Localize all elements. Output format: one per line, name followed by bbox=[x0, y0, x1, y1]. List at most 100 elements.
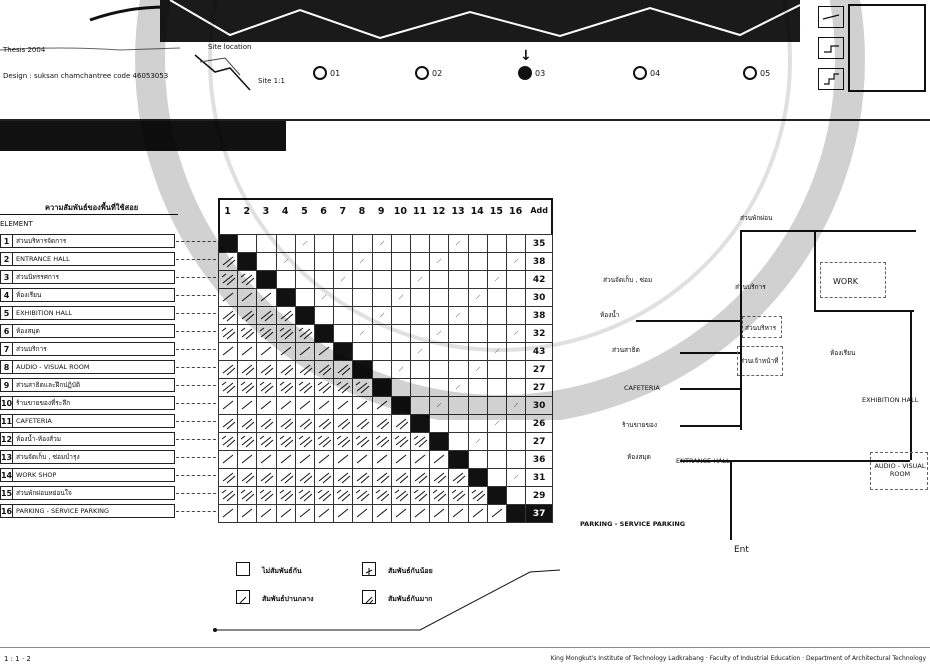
element-number: 9 bbox=[1, 379, 13, 391]
matrix-relation-cell bbox=[352, 414, 372, 433]
matrix-add-value: 38 bbox=[525, 306, 553, 325]
matrix-empty-cell bbox=[468, 414, 488, 433]
matrix-empty-cell bbox=[295, 252, 315, 271]
matrix-diagonal-cell bbox=[333, 342, 353, 361]
matrix-diagonal-cell bbox=[487, 486, 507, 505]
matrix-relation-cell bbox=[448, 504, 468, 523]
matrix-relation-cell bbox=[276, 486, 296, 505]
step-03-button[interactable]: 03 bbox=[518, 66, 545, 80]
matrix-relation-cell bbox=[391, 468, 411, 487]
matrix-diagonal-cell bbox=[391, 396, 411, 415]
step-04-button[interactable]: 04 bbox=[633, 66, 660, 80]
matrix-empty-cell bbox=[314, 288, 334, 307]
matrix-empty-cell bbox=[448, 432, 468, 451]
matrix-relation-cell bbox=[237, 378, 257, 397]
matrix-empty-cell bbox=[487, 306, 507, 325]
step-05-button[interactable]: 05 bbox=[743, 66, 770, 80]
matrix-empty-cell bbox=[295, 234, 315, 253]
element-row: 12ห้องน้ำ-ห้องส้วม bbox=[0, 432, 175, 446]
matrix-relation-cell bbox=[333, 486, 353, 505]
element-name: CAFETERIA bbox=[13, 417, 52, 425]
element-row: 16PARKING - SERVICE PARKING bbox=[0, 504, 175, 518]
step-01-button[interactable]: 01 bbox=[313, 66, 340, 80]
matrix-relation-cell bbox=[295, 414, 315, 433]
matrix-relation-cell bbox=[352, 432, 372, 451]
element-row: 10ร้านขายของที่ระลึก bbox=[0, 396, 175, 410]
matrix-empty-cell bbox=[487, 414, 507, 433]
matrix-relation-cell bbox=[237, 450, 257, 469]
element-name: WORK SHOP bbox=[13, 471, 56, 479]
matrix-empty-cell bbox=[333, 270, 353, 289]
matrix-relation-cell bbox=[218, 414, 238, 433]
matrix-add-value: 30 bbox=[525, 288, 553, 307]
matrix-empty-cell bbox=[487, 378, 507, 397]
matrix-empty-cell bbox=[468, 252, 488, 271]
nav-button-2[interactable] bbox=[818, 37, 844, 59]
nav-button-1[interactable] bbox=[818, 6, 844, 28]
leader-dash bbox=[176, 259, 216, 260]
matrix-empty-cell bbox=[314, 252, 334, 271]
element-name: ส่วนบริการ bbox=[13, 344, 47, 354]
matrix-empty-cell bbox=[448, 342, 468, 361]
matrix-empty-cell bbox=[333, 234, 353, 253]
matrix-relation-cell bbox=[314, 396, 334, 415]
matrix-relation-cell bbox=[333, 468, 353, 487]
matrix-relation-cell bbox=[295, 378, 315, 397]
element-name: AUDIO - VISUAL ROOM bbox=[13, 363, 89, 371]
matrix-empty-cell bbox=[487, 450, 507, 469]
matrix-diagonal-cell bbox=[410, 414, 430, 433]
work-branch bbox=[814, 310, 914, 312]
matrix-empty-cell bbox=[237, 234, 257, 253]
matrix-empty-cell bbox=[468, 342, 488, 361]
node-office: ส่วนบริหาร bbox=[745, 323, 776, 333]
leader-dash bbox=[176, 277, 216, 278]
matrix-empty-cell bbox=[448, 324, 468, 343]
matrix-diagonal-cell bbox=[314, 324, 334, 343]
matrix-empty-cell bbox=[468, 234, 488, 253]
matrix-relation-cell bbox=[352, 486, 372, 505]
matrix-relation-cell bbox=[314, 414, 334, 433]
matrix-add-value: 27 bbox=[525, 432, 553, 451]
leader-dash bbox=[176, 421, 216, 422]
leader-dash bbox=[176, 475, 216, 476]
matrix-relation-cell bbox=[218, 360, 238, 379]
matrix-empty-cell bbox=[487, 288, 507, 307]
matrix-relation-cell bbox=[237, 360, 257, 379]
matrix-diagonal-cell bbox=[295, 306, 315, 325]
element-number: 12 bbox=[1, 433, 13, 445]
matrix-relation-cell bbox=[410, 504, 430, 523]
matrix-empty-cell bbox=[468, 306, 488, 325]
matrix-relation-cell bbox=[372, 504, 392, 523]
node-cafeteria: CAFETERIA bbox=[624, 384, 660, 392]
matrix-diagonal-cell bbox=[506, 504, 526, 523]
element-name: ENTRANCE HALL bbox=[13, 255, 70, 263]
leader-dash bbox=[176, 241, 216, 242]
matrix-relation-cell bbox=[218, 270, 238, 289]
matrix-empty-cell bbox=[487, 360, 507, 379]
matrix-relation-cell bbox=[448, 486, 468, 505]
matrix-empty-cell bbox=[487, 270, 507, 289]
matrix-relation-cell bbox=[218, 378, 238, 397]
matrix-empty-cell bbox=[333, 252, 353, 271]
step-02-button[interactable]: 02 bbox=[415, 66, 442, 80]
matrix-relation-cell bbox=[218, 288, 238, 307]
matrix-relation-cell bbox=[372, 414, 392, 433]
matrix-add-value: 27 bbox=[525, 360, 553, 379]
matrix-empty-cell bbox=[506, 324, 526, 343]
matrix-relation-cell bbox=[352, 396, 372, 415]
element-row: 1ส่วนบริหารจัดการ bbox=[0, 234, 175, 248]
matrix-add-value: 36 bbox=[525, 450, 553, 469]
matrix-empty-cell bbox=[391, 360, 411, 379]
node-audio: AUDIO - VISUAL ROOM bbox=[874, 462, 926, 478]
matrix-add-value: 35 bbox=[525, 234, 553, 253]
node-admin-sub: ส่วนเจ้าหน้าที่ bbox=[740, 356, 778, 366]
nav-button-3[interactable] bbox=[818, 68, 844, 90]
matrix-relation-cell bbox=[295, 450, 315, 469]
node-library: ห้องสมุด bbox=[627, 452, 651, 462]
matrix-empty-cell bbox=[487, 342, 507, 361]
matrix-empty-cell bbox=[372, 288, 392, 307]
matrix-relation-cell bbox=[314, 504, 334, 523]
matrix-empty-cell bbox=[429, 378, 449, 397]
element-number: 8 bbox=[1, 361, 13, 373]
